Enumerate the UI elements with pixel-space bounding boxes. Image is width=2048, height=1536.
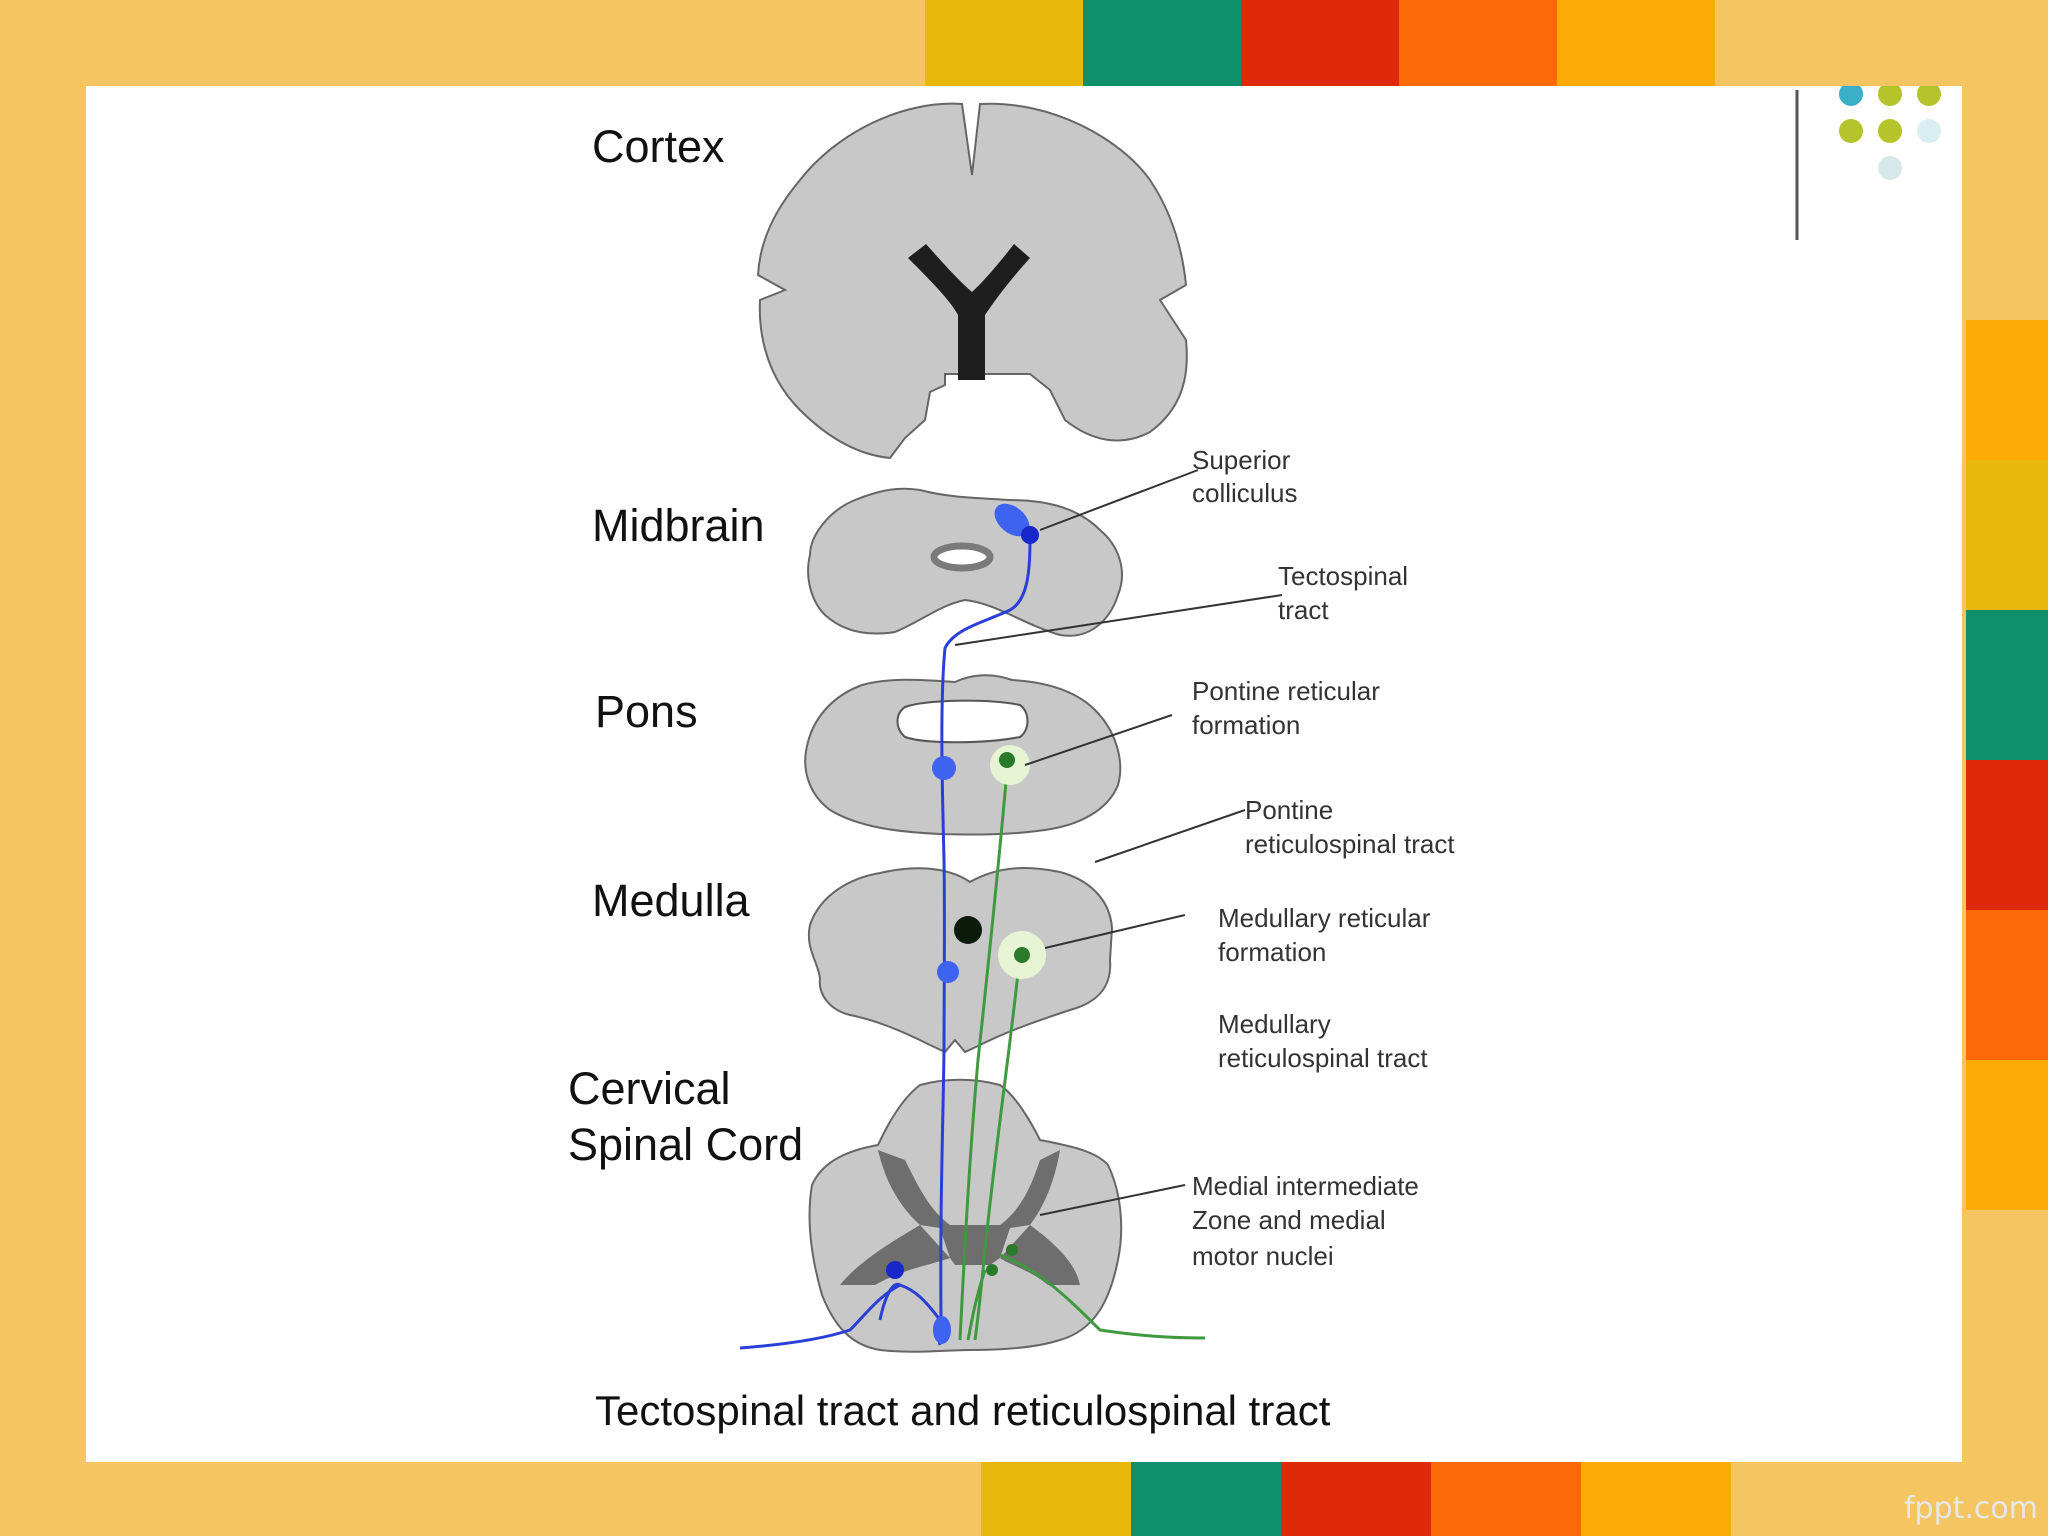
label-medial-intermediate-zone-1: Medial intermediate <box>1192 1171 1419 1201</box>
cortex-section <box>756 102 1188 460</box>
label-superior-colliculus-1: Superior <box>1192 445 1291 475</box>
right-stripe-6 <box>1966 1060 2048 1210</box>
tectospinal-tract-nodes <box>886 503 1039 1344</box>
top-stripe-orange <box>1399 0 1557 86</box>
cortex-ventricle <box>908 244 1030 380</box>
top-stripe-yellow <box>925 0 1083 86</box>
top-stripe-green <box>1083 0 1241 86</box>
brainstem-diagram: Cortex Midbrain Pons Medulla Cervical Sp… <box>568 86 1941 1434</box>
slide-canvas: Cortex Midbrain Pons Medulla Cervical Sp… <box>86 86 1962 1462</box>
label-medullary-reticulospinal-tract-2: reticulospinal tract <box>1218 1043 1428 1073</box>
bottom-stripe-green <box>1131 1462 1281 1536</box>
bottom-stripe-yellow <box>981 1462 1131 1536</box>
right-stripe-3 <box>1966 610 2048 760</box>
right-stripe-2 <box>1966 460 2048 610</box>
label-cervical-line1: Cervical <box>568 1063 731 1114</box>
label-pontine-reticular-formation-2: formation <box>1192 710 1300 740</box>
leader-lines <box>954 469 1283 1216</box>
label-medial-intermediate-zone-3: motor nuclei <box>1192 1241 1334 1271</box>
label-pontine-reticular-formation-1: Pontine reticular <box>1192 676 1380 706</box>
pons-section <box>804 674 1122 836</box>
right-stripe-5 <box>1966 910 2048 1060</box>
spinal-gray-matter <box>840 1150 1080 1285</box>
bottom-stripe-orange <box>1431 1462 1581 1536</box>
label-cervical-line2: Spinal Cord <box>568 1119 803 1170</box>
label-medullary-reticular-formation-2: formation <box>1218 937 1326 967</box>
top-stripe-amber <box>1557 0 1715 86</box>
right-stripe-4 <box>1966 760 2048 910</box>
label-cortex: Cortex <box>592 121 725 172</box>
label-medulla: Medulla <box>592 875 751 926</box>
reticulospinal-tracts <box>958 759 1206 1341</box>
footer-brand: fppt.com <box>1903 1491 2038 1526</box>
label-pontine-reticulospinal-tract-2: reticulospinal tract <box>1245 829 1455 859</box>
label-medial-intermediate-zone-2: Zone and medial <box>1192 1205 1386 1235</box>
label-medullary-reticulospinal-tract-1: Medullary <box>1218 1009 1331 1039</box>
label-midbrain: Midbrain <box>592 500 765 551</box>
decorative-dots <box>1839 86 1941 180</box>
label-pons: Pons <box>595 686 698 737</box>
figure-caption: Tectospinal tract and reticulospinal tra… <box>595 1387 1331 1434</box>
bottom-stripe-amber <box>1581 1462 1731 1536</box>
label-medullary-reticular-formation-1: Medullary reticular <box>1218 903 1431 933</box>
cerebral-aqueduct <box>930 542 994 572</box>
reticulospinal-tract-nodes <box>954 745 1046 1276</box>
bottom-stripe-red <box>1281 1462 1431 1536</box>
label-superior-colliculus-2: colliculus <box>1192 478 1298 508</box>
medulla-section <box>807 867 1114 1054</box>
label-tectospinal-tract-2: tract <box>1278 595 1329 625</box>
fourth-ventricle <box>896 699 1029 744</box>
label-pontine-reticulospinal-tract-1: Pontine <box>1245 795 1333 825</box>
right-stripe-1 <box>1966 320 2048 460</box>
top-stripe-red <box>1241 0 1399 86</box>
label-tectospinal-tract-1: Tectospinal <box>1278 561 1408 591</box>
